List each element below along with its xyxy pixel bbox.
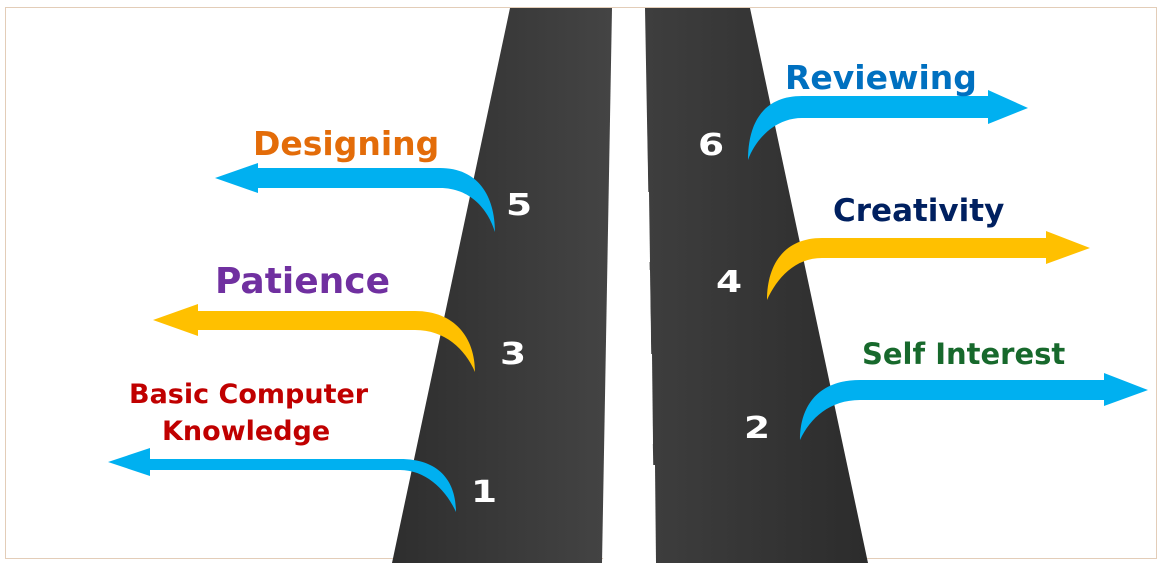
arrow-step-1 — [108, 448, 456, 512]
step-number-6: 6 — [698, 128, 725, 163]
step-label-1: Basic Computer — [129, 379, 369, 410]
step-number-5: 5 — [506, 188, 533, 223]
road-left-lane — [392, 8, 612, 563]
road-right-lane — [645, 8, 868, 563]
arrow-step-6 — [748, 90, 1028, 160]
step-number-2: 2 — [744, 411, 771, 446]
step-label-4: Creativity — [833, 193, 1005, 229]
step-number-4: 4 — [716, 265, 743, 300]
arrow-step-2 — [800, 373, 1148, 440]
step-number-1: 1 — [471, 475, 498, 510]
step-label-5: Designing — [253, 124, 440, 163]
step-label-2: Self Interest — [862, 337, 1066, 371]
step-label-6: Reviewing — [785, 58, 977, 97]
step-label-3: Patience — [215, 261, 391, 302]
step-label-1-line2: Knowledge — [162, 416, 331, 447]
arrow-step-4 — [767, 231, 1090, 300]
arrow-step-3 — [153, 304, 475, 372]
arrow-step-5 — [215, 163, 495, 232]
center-line — [603, 8, 656, 563]
step-number-3: 3 — [500, 337, 527, 372]
